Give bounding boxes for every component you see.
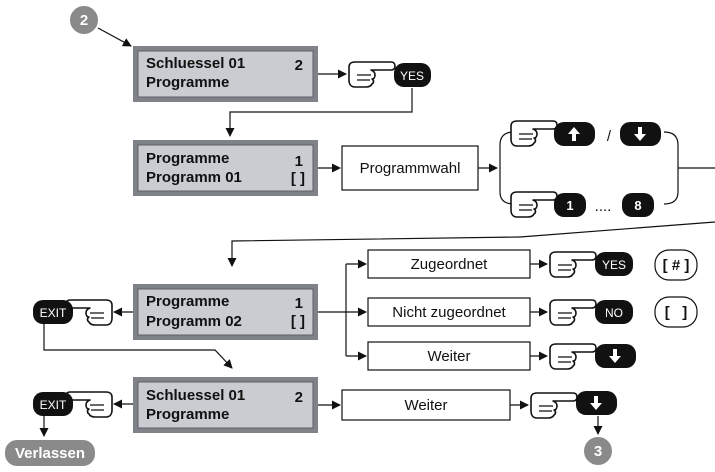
step-3-label: 3 [594, 443, 602, 460]
exit-key-label: EXIT [40, 306, 67, 320]
key-1[interactable]: 1 [554, 193, 586, 217]
weiter-box-2: Weiter [341, 389, 511, 421]
yes-key-assign-label: YES [602, 258, 626, 272]
unassigned-indicator-label: [ ] [665, 304, 688, 321]
arrow-down-key-3[interactable] [576, 391, 617, 415]
lcd-display-program-01: Programme Programm 01 1 [ ] [133, 140, 318, 196]
exit-key-lower-label: EXIT [40, 398, 67, 412]
key-8[interactable]: 8 [622, 193, 654, 217]
hand-pointer-icon [549, 343, 597, 370]
assigned-indicator-label: [ # ] [663, 257, 690, 274]
programmwahl-box: Programmwahl [341, 145, 479, 191]
zugeordnet-box: Zugeordnet [367, 249, 531, 279]
step-3-badge: 3 [582, 435, 614, 467]
hand-pointer-icon [549, 299, 597, 326]
yes-key[interactable]: YES [394, 63, 431, 87]
lcd-p2-bracket: [ ] [291, 313, 305, 330]
no-key[interactable]: NO [595, 300, 633, 324]
key-8-label: 8 [634, 198, 641, 213]
hand-pointer-icon [530, 392, 578, 419]
assigned-indicator: [ # ] [654, 249, 698, 281]
lcd-bottom-value: 2 [295, 389, 303, 406]
lcd-p1-bracket: [ ] [291, 170, 305, 187]
lcd-top-line1: Schluessel 01 [146, 55, 245, 72]
hand-pointer-icon [510, 191, 558, 218]
weiter-1-label: Weiter [427, 348, 470, 365]
lcd-p1-line1: Programme [146, 150, 229, 167]
lcd-p2-line2: Programm 02 [146, 313, 242, 330]
exit-key-upper[interactable]: EXIT [33, 300, 73, 324]
lcd-p1-line2: Programm 01 [146, 169, 242, 186]
unassigned-indicator: [ ] [654, 296, 698, 328]
key-1-label: 1 [566, 198, 573, 213]
range-dots: .... [595, 198, 612, 215]
arrow-up-key[interactable] [554, 122, 595, 146]
hand-pointer-icon [549, 251, 597, 278]
lcd-top-line2: Programme [146, 74, 229, 91]
lcd-bottom-line2: Programme [146, 406, 229, 423]
yes-key-label: YES [400, 69, 424, 83]
verlassen-badge: Verlassen [5, 440, 95, 466]
nicht-zugeordnet-box: Nicht zugeordnet [367, 297, 531, 327]
step-2-badge: 2 [68, 4, 100, 36]
lcd-display-top: Schluessel 01 Programme 2 [133, 46, 318, 102]
slash-separator: / [607, 128, 612, 145]
weiter-box-1: Weiter [367, 341, 531, 371]
nicht-zugeordnet-label: Nicht zugeordnet [392, 304, 506, 321]
lcd-display-bottom: Schluessel 01 Programme 2 [133, 377, 318, 433]
arrow-down-key-2[interactable] [595, 344, 636, 368]
hand-pointer-icon [348, 61, 396, 88]
lcd-p2-line1: Programme [146, 293, 229, 310]
lcd-display-program-02: Programme Programm 02 1 [ ] [133, 284, 318, 340]
exit-key-lower[interactable]: EXIT [33, 392, 73, 416]
weiter-2-label: Weiter [404, 397, 447, 414]
hand-pointer-icon [510, 120, 558, 147]
zugeordnet-label: Zugeordnet [411, 256, 489, 273]
verlassen-label: Verlassen [15, 445, 85, 462]
lcd-p2-value: 1 [295, 295, 303, 312]
lcd-top-value: 2 [295, 57, 303, 74]
lcd-p1-value: 1 [295, 153, 303, 170]
programmwahl-label: Programmwahl [360, 160, 461, 177]
lcd-bottom-line1: Schluessel 01 [146, 387, 245, 404]
arrow-down-key[interactable] [620, 122, 661, 146]
yes-key-assign[interactable]: YES [595, 252, 633, 276]
no-key-label: NO [605, 306, 623, 320]
step-2-label: 2 [80, 12, 88, 29]
